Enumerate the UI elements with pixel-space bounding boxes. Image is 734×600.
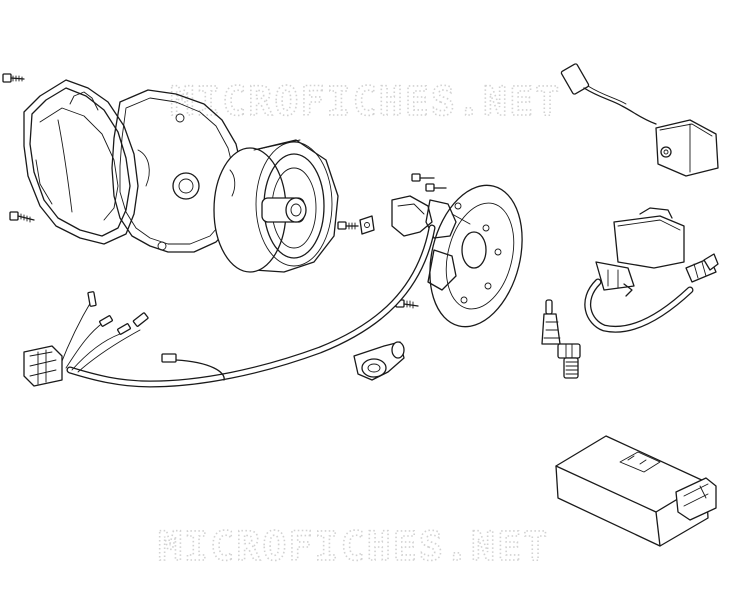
- stator-screw-top-2[interactable]: [425, 183, 447, 192]
- cover-gasket: [111, 89, 243, 253]
- terminal-4[interactable]: [132, 312, 149, 327]
- watermark-bottom: MICROFICHES.NET: [158, 524, 549, 570]
- cdi-unit[interactable]: [555, 435, 717, 547]
- terminal-2[interactable]: [99, 315, 113, 327]
- pickup-clamp[interactable]: [359, 215, 375, 235]
- stator-plate[interactable]: [391, 175, 536, 336]
- terminal-5[interactable]: [161, 353, 177, 363]
- stator-wiring-loom: [66, 224, 436, 388]
- spark-plug[interactable]: [541, 299, 581, 379]
- ignition-coil[interactable]: [584, 207, 719, 333]
- cover-screw-bottom[interactable]: [9, 211, 35, 223]
- cover-screw-top[interactable]: [2, 73, 25, 83]
- watermark-top: MICROFICHES.NET: [170, 79, 561, 125]
- stator-screw-left[interactable]: [337, 221, 359, 230]
- stator-screw-top-1[interactable]: [411, 173, 435, 182]
- pickup-cam[interactable]: [353, 341, 405, 381]
- terminal-1[interactable]: [87, 291, 97, 307]
- connector-wires: [59, 299, 225, 381]
- flywheel-cover: [23, 79, 139, 245]
- flywheel-rotor[interactable]: [213, 139, 339, 273]
- multi-pin-connector[interactable]: [23, 345, 63, 387]
- terminal-3[interactable]: [117, 323, 131, 335]
- voltage-regulator[interactable]: [560, 63, 719, 177]
